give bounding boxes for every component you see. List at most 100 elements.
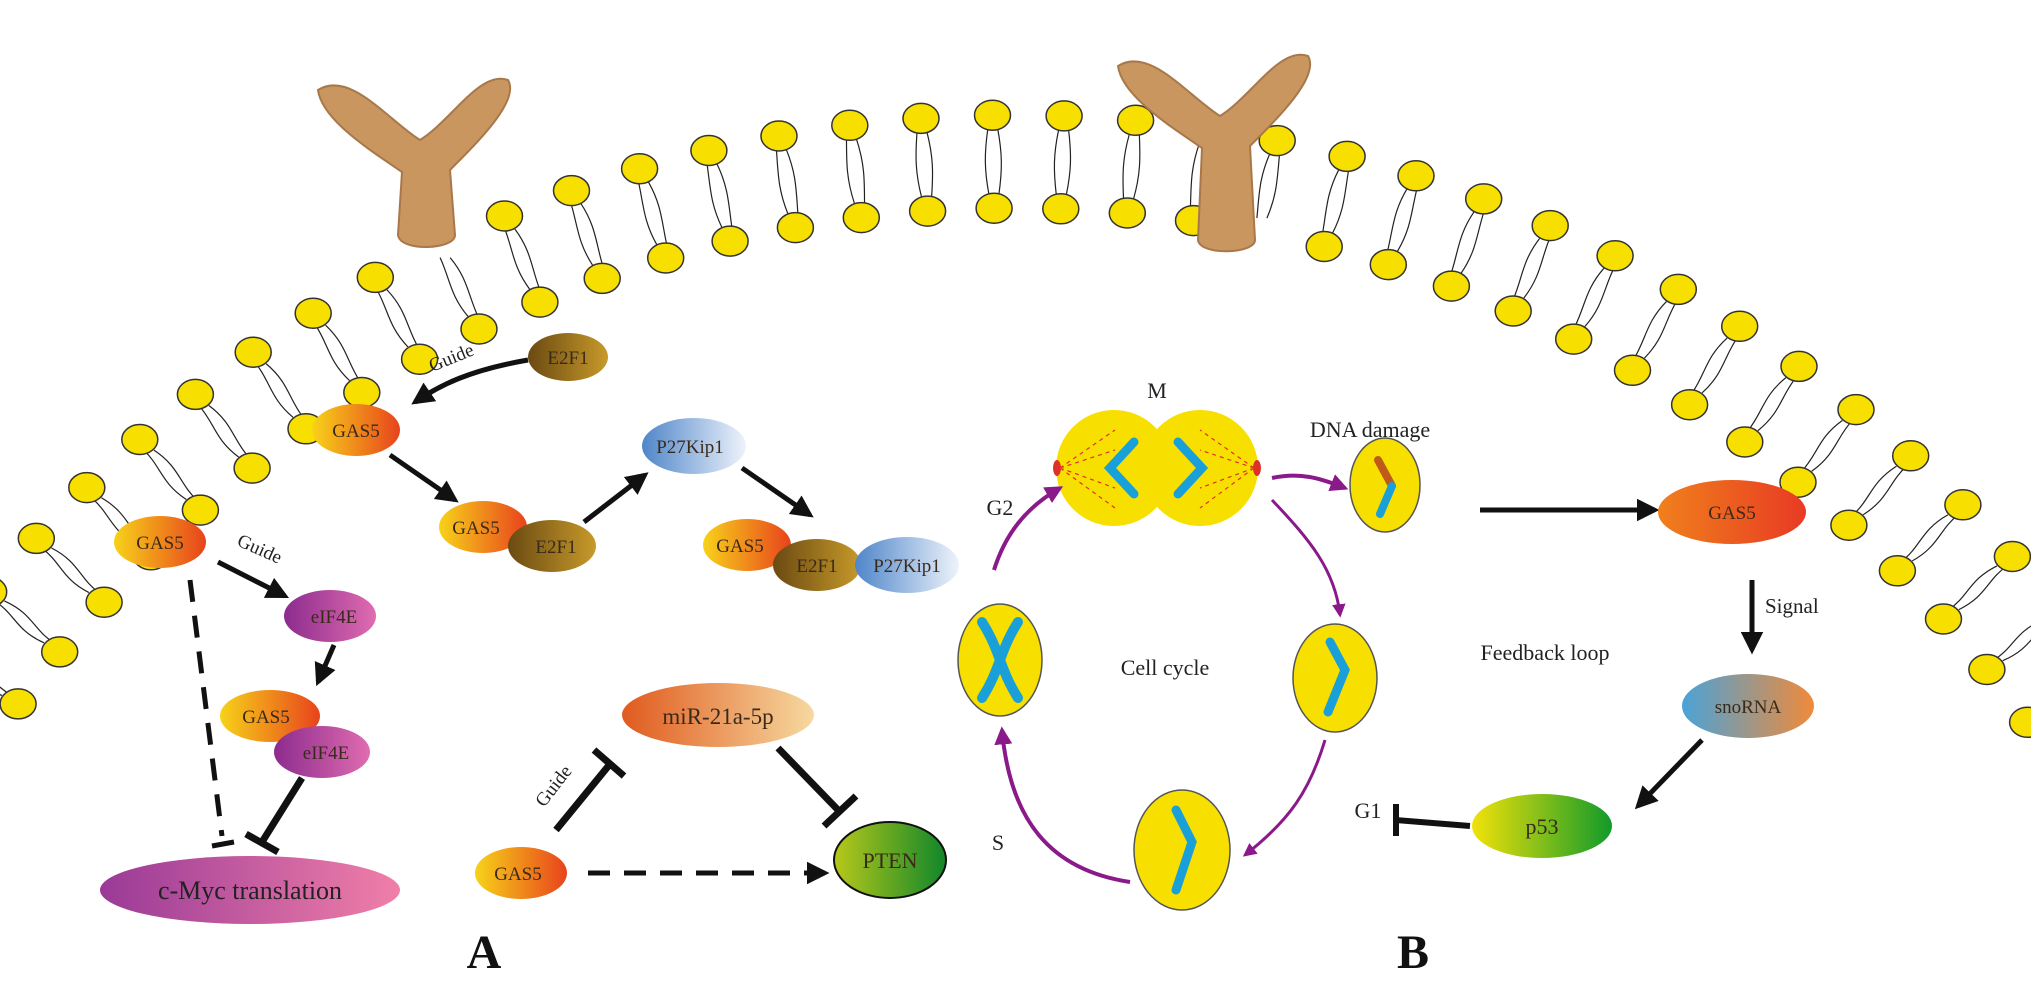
lipid-head <box>0 579 8 605</box>
complex-e2f1-node <box>508 520 596 572</box>
lipid-tail <box>376 289 419 348</box>
lipid-tail <box>1691 337 1738 394</box>
m-phase-cell <box>1053 410 1261 526</box>
complex-gas5-left-label: GAS5 <box>242 707 290 728</box>
cmyc-node <box>100 856 400 924</box>
phase-s-label: S <box>992 830 1004 855</box>
lipid-head <box>646 242 685 274</box>
lipid-tail <box>315 324 361 381</box>
triple-p27-node <box>855 537 959 593</box>
triple-gas5-label: GAS5 <box>716 536 764 557</box>
cycle-arrow-m-to-g1 <box>1270 498 1346 618</box>
eif4e-node <box>284 590 376 642</box>
cmyc-label: c-Myc translation <box>158 876 342 905</box>
complex-eif4e-label: eIF4E <box>303 743 349 764</box>
gas5-top-node <box>312 404 400 456</box>
g2-cell <box>957 603 1043 717</box>
dna-damage-label: DNA damage <box>1310 417 1430 442</box>
lipid-head <box>1968 653 2006 686</box>
lipid-tail <box>1948 565 2008 611</box>
lipid-tail <box>1992 625 2031 662</box>
cycle-arrow-s-to-g2 <box>994 726 1131 884</box>
e2f1-top-label: E2F1 <box>547 348 588 369</box>
lipid-tail <box>845 139 866 204</box>
inhibit-bar-pten <box>821 793 859 829</box>
lipid-head <box>711 225 749 257</box>
gas5-bottom-label: GAS5 <box>494 864 542 885</box>
lipid-tail <box>1852 465 1907 516</box>
triple-gas5-node <box>703 519 791 571</box>
gas5-left-label: GAS5 <box>136 533 184 554</box>
lipid-head <box>1670 388 1709 421</box>
lipid-tail <box>1053 129 1072 195</box>
lipid-tail <box>1574 267 1615 327</box>
lipid-head <box>842 201 881 234</box>
phase-g2-label: G2 <box>987 495 1014 520</box>
lipid-tail <box>1322 169 1350 234</box>
lipid-tail <box>1450 211 1485 274</box>
lipid-head <box>1042 193 1080 225</box>
lipid-tail <box>570 203 604 266</box>
lipid-tail <box>1901 514 1959 562</box>
inhibit-mir-to-pten <box>775 745 843 815</box>
gas5-mir21-pathway: miR-21a-5p Guide GAS5 PTEN <box>475 683 947 899</box>
lipid-head <box>620 152 659 185</box>
lipid-head <box>17 522 56 555</box>
receptor-right <box>1116 53 1311 253</box>
complex-e2f1-label: E2F1 <box>535 537 576 558</box>
signal-label: Signal <box>1765 594 1819 618</box>
lipid-head <box>1596 240 1634 272</box>
p27kip1-label: P27Kip1 <box>656 437 724 458</box>
gas5-right-label: GAS5 <box>1708 503 1756 524</box>
lipid-head <box>181 494 220 526</box>
guide-arrow-e2f1 <box>411 357 529 405</box>
cell-bottom <box>1133 789 1231 911</box>
guide-arrow-eif4e <box>216 559 290 599</box>
gas5-right-node <box>1658 480 1806 544</box>
complex-gas5-left-node <box>220 690 320 742</box>
lipid-head <box>831 109 869 142</box>
lipid-head <box>294 297 332 329</box>
guide-label-left: Guide <box>234 530 285 568</box>
lipid-tail <box>0 686 13 697</box>
lipid-tail <box>1801 420 1853 472</box>
guide-label-mir: Guide <box>531 762 576 812</box>
lipid-head <box>1464 183 1503 215</box>
gas5-bottom-node <box>475 847 567 899</box>
eif4e-label: eIF4E <box>311 607 357 628</box>
lipid-head <box>1924 603 1963 635</box>
cell-cycle-panel: M G2 DNA damage S Cell cycle <box>957 378 1819 911</box>
pten-node <box>833 821 947 899</box>
panel-b-label: B <box>1397 926 1429 979</box>
lipid-tail <box>1256 154 1281 219</box>
inhibit-bar-eif4e <box>244 830 280 856</box>
lipid-tail <box>706 163 733 228</box>
lipid-tail <box>143 449 197 500</box>
lipid-head <box>2008 706 2031 739</box>
lipid-head <box>1045 100 1083 132</box>
lipid-tail <box>984 129 1002 195</box>
arrow-p27-to-triple <box>740 465 814 518</box>
lipid-tail <box>255 363 304 418</box>
lipid-tail <box>1633 301 1677 359</box>
lipid-head <box>776 211 815 244</box>
lipid-head <box>40 636 79 668</box>
lipid-head <box>1258 124 1296 157</box>
complex-gas5-label: GAS5 <box>452 518 500 539</box>
lipid-tail <box>637 181 668 245</box>
lipid-head <box>485 200 524 232</box>
triple-e2f1-node <box>773 539 861 591</box>
snorna-label: snoRNA <box>1715 697 1782 718</box>
p53-label: p53 <box>1526 814 1559 839</box>
lipid-head <box>1554 323 1593 355</box>
gas5-left-node <box>114 516 206 568</box>
lipid-head <box>0 688 37 720</box>
pten-label: PTEN <box>863 848 918 873</box>
lipid-head <box>1779 466 1817 498</box>
lipid-head <box>1305 230 1343 263</box>
dna-damage-cell <box>1349 437 1421 533</box>
gas5-top-label: GAS5 <box>332 421 380 442</box>
lipid-head <box>1878 555 1917 587</box>
lipid-head <box>1531 209 1569 242</box>
lipid-tail <box>1122 134 1141 200</box>
